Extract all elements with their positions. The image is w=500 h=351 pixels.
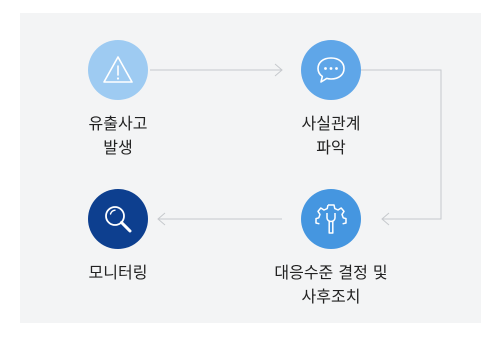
warning-icon: [103, 56, 133, 83]
step-incident-node: [88, 40, 148, 100]
speech-bubble-icon: [317, 57, 345, 83]
step-response-node: [301, 189, 361, 249]
step-monitoring-node: [88, 189, 148, 249]
step-incident-label-line1: 유출사고: [88, 114, 148, 133]
step-fact-check-node: [301, 40, 361, 100]
step-response-label: 대응수준 결정 및 사후조치: [241, 261, 421, 309]
step-response-label-line2: 사후조치: [301, 287, 361, 306]
step-response-label-line1: 대응수준 결정 및: [274, 263, 388, 282]
step-fact-check-label-line2: 파악: [316, 138, 346, 157]
step-monitoring-label-line1: 모니터링: [88, 263, 148, 282]
step-monitoring-label: 모니터링: [28, 261, 208, 285]
step-fact-check-label: 사실관계 파악: [241, 112, 421, 160]
wrench-gear-icon: [315, 204, 347, 234]
step-incident-label-line2: 발생: [103, 138, 133, 157]
step-fact-check-label-line1: 사실관계: [301, 114, 361, 133]
magnifier-icon: [105, 206, 132, 233]
step-incident-label: 유출사고 발생: [28, 112, 208, 160]
